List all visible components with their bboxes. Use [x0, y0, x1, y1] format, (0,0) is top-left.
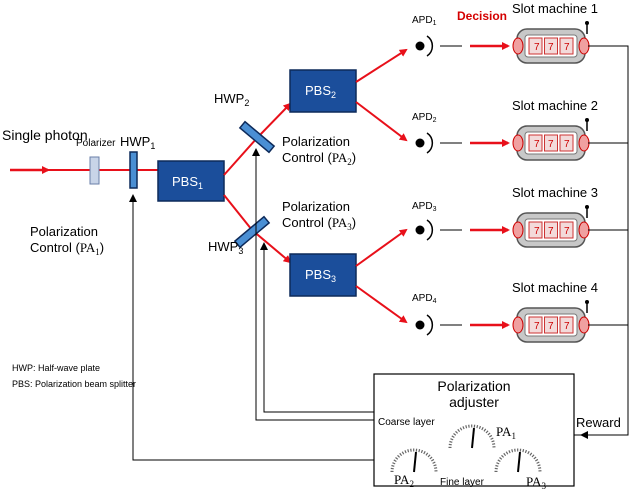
svg-text:7: 7: [564, 139, 570, 150]
pc2-line2: Control (PA2): [282, 150, 356, 167]
pc3-line1: Polarization: [282, 199, 350, 214]
apd3: [415, 219, 462, 241]
svg-text:7: 7: [534, 42, 540, 53]
slot-machine-1-label: Slot machine 1: [512, 1, 598, 16]
slot-machine-3-label: Slot machine 3: [512, 185, 598, 200]
apd1-label: APD1: [412, 15, 437, 27]
apd2-label: APD2: [412, 112, 437, 124]
slot-machine-2: 7 7 7: [512, 117, 590, 161]
beam-to-apd3: [355, 228, 408, 267]
hwp2: [238, 120, 276, 154]
apd2: [415, 132, 462, 154]
beam-to-apd2: [355, 101, 408, 142]
pbs2: [289, 69, 357, 113]
reward-label: Reward: [576, 415, 621, 430]
svg-text:7: 7: [534, 139, 540, 150]
hwp2-label: HWP2: [214, 91, 249, 108]
svg-text:7: 7: [534, 321, 540, 332]
gauge-pa3: [494, 448, 542, 473]
pbs2-label: PBS2: [305, 83, 336, 100]
apd4-label: APD4: [412, 293, 437, 305]
beam-hwp3-to-pbs3: [251, 229, 292, 264]
pbs3: [289, 253, 357, 297]
pa1-label: PA1: [496, 424, 516, 441]
hwp3-label: HWP3: [208, 239, 243, 256]
feedback-to-hwp2: [252, 148, 374, 421]
svg-text:7: 7: [548, 321, 554, 332]
hwp1-label: HWP1: [120, 134, 155, 151]
beam-hwp2-to-pbs2: [256, 102, 292, 139]
slot-machine-4: 7 7 7: [512, 299, 590, 343]
adjuster-title-1: Polarization: [437, 378, 510, 394]
hwp3: [233, 215, 271, 249]
svg-text:7: 7: [534, 226, 540, 237]
single-photon-label: Single photon: [2, 127, 88, 143]
slot-machine-2-label: Slot machine 2: [512, 98, 598, 113]
slot-machine-3: 7 7 7: [512, 204, 590, 248]
gauge-pa1: [448, 424, 496, 449]
gauge-pa2: [390, 448, 438, 473]
fine-layer-label: Fine layer: [440, 477, 485, 488]
beam-pbs1-to-hwp2: [223, 137, 258, 176]
legend-hwp: HWP: Half-wave plate: [12, 363, 100, 373]
hwp1: [129, 151, 138, 189]
feedback-to-hwp1: [129, 194, 374, 461]
svg-text:7: 7: [548, 42, 554, 53]
pc1-line2: Control (PA1): [30, 240, 104, 257]
pc2-line1: Polarization: [282, 134, 350, 149]
polarizer: [89, 156, 100, 185]
svg-text:7: 7: [564, 321, 570, 332]
beam-pbs1-to-hwp3: [223, 194, 253, 231]
beam-to-apd1: [355, 48, 408, 83]
legend-pbs: PBS: Polarization beam splitter: [12, 379, 136, 389]
svg-text:7: 7: [564, 42, 570, 53]
svg-text:7: 7: [548, 139, 554, 150]
slot-machine-1: 7 7 7: [512, 20, 590, 64]
beam-to-apd4: [355, 285, 408, 324]
feedback-to-hwp3: [260, 242, 374, 413]
adjuster-title-2: adjuster: [449, 394, 499, 410]
apd1: [415, 35, 462, 57]
pbs1: [157, 160, 225, 202]
apd3-label: APD3: [412, 201, 437, 213]
coarse-layer-label: Coarse layer: [378, 417, 435, 428]
apd4: [415, 314, 462, 336]
svg-text:7: 7: [564, 226, 570, 237]
decision-label: Decision: [457, 9, 507, 23]
polarizer-label: Polarizer: [76, 138, 116, 149]
pa2-label: PA2: [394, 472, 414, 489]
pbs3-label: PBS3: [305, 267, 336, 284]
svg-text:7: 7: [548, 226, 554, 237]
pc1-line1: Polarization: [30, 224, 98, 239]
pbs1-label: PBS1: [172, 174, 203, 191]
pc3-line2: Control (PA3): [282, 215, 356, 232]
pa3-label: PA3: [526, 474, 546, 491]
slot-machine-4-label: Slot machine 4: [512, 280, 598, 295]
